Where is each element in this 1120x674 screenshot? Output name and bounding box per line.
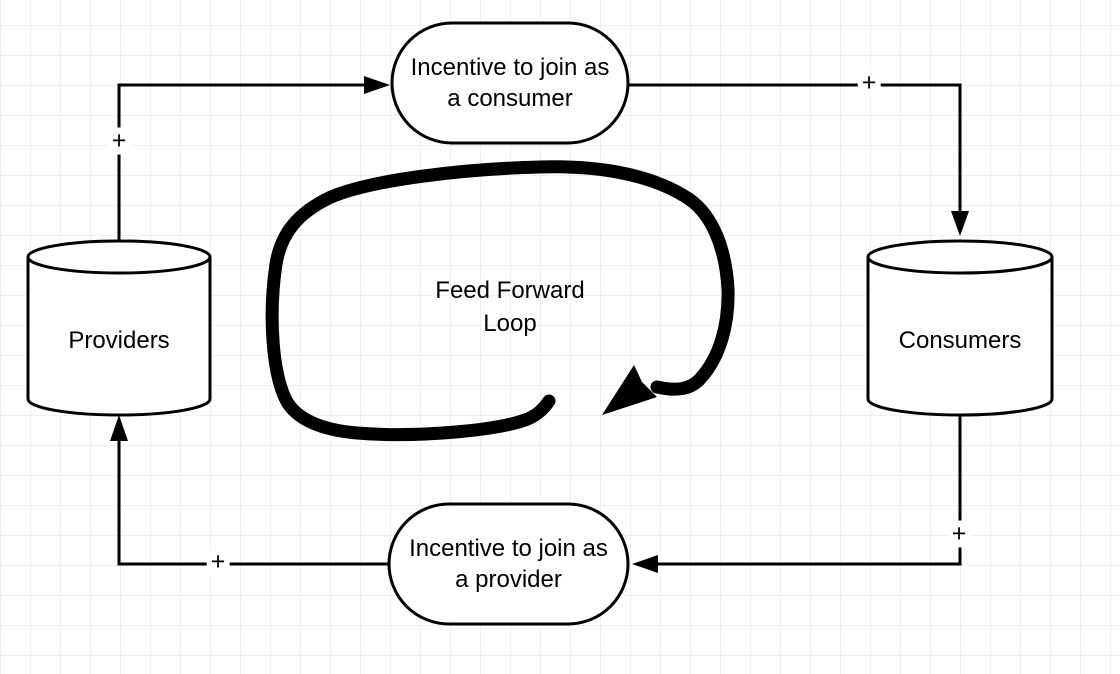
arrowhead-down-icon — [951, 211, 969, 236]
edge-plus-label-providers-to-incentive-consumer: + — [107, 127, 131, 155]
edge-incentive-consumer-to-consumers — [628, 83, 969, 236]
edge-incentive-provider-to-providers — [110, 415, 389, 566]
node-incentive-consumer — [390, 21, 630, 145]
edge-consumers-to-incentive-provider — [632, 413, 962, 573]
edge-plus-label-incentive-provider-to-providers: + — [206, 548, 230, 576]
arrowhead-left-icon — [632, 555, 658, 573]
arrowhead-up-icon — [110, 415, 128, 441]
loop-arrowhead-icon — [602, 365, 657, 415]
feed-forward-loop-arrow — [265, 160, 735, 442]
edge-plus-label-consumers-to-incentive-provider: + — [947, 520, 971, 548]
node-consumers — [866, 239, 1054, 417]
edge-plus-label-incentive-consumer-to-consumers: + — [857, 69, 881, 97]
node-incentive-provider — [387, 502, 630, 626]
node-providers — [26, 239, 212, 417]
edge-providers-to-incentive-consumer — [117, 76, 390, 241]
arrowhead-right-icon — [364, 76, 390, 94]
